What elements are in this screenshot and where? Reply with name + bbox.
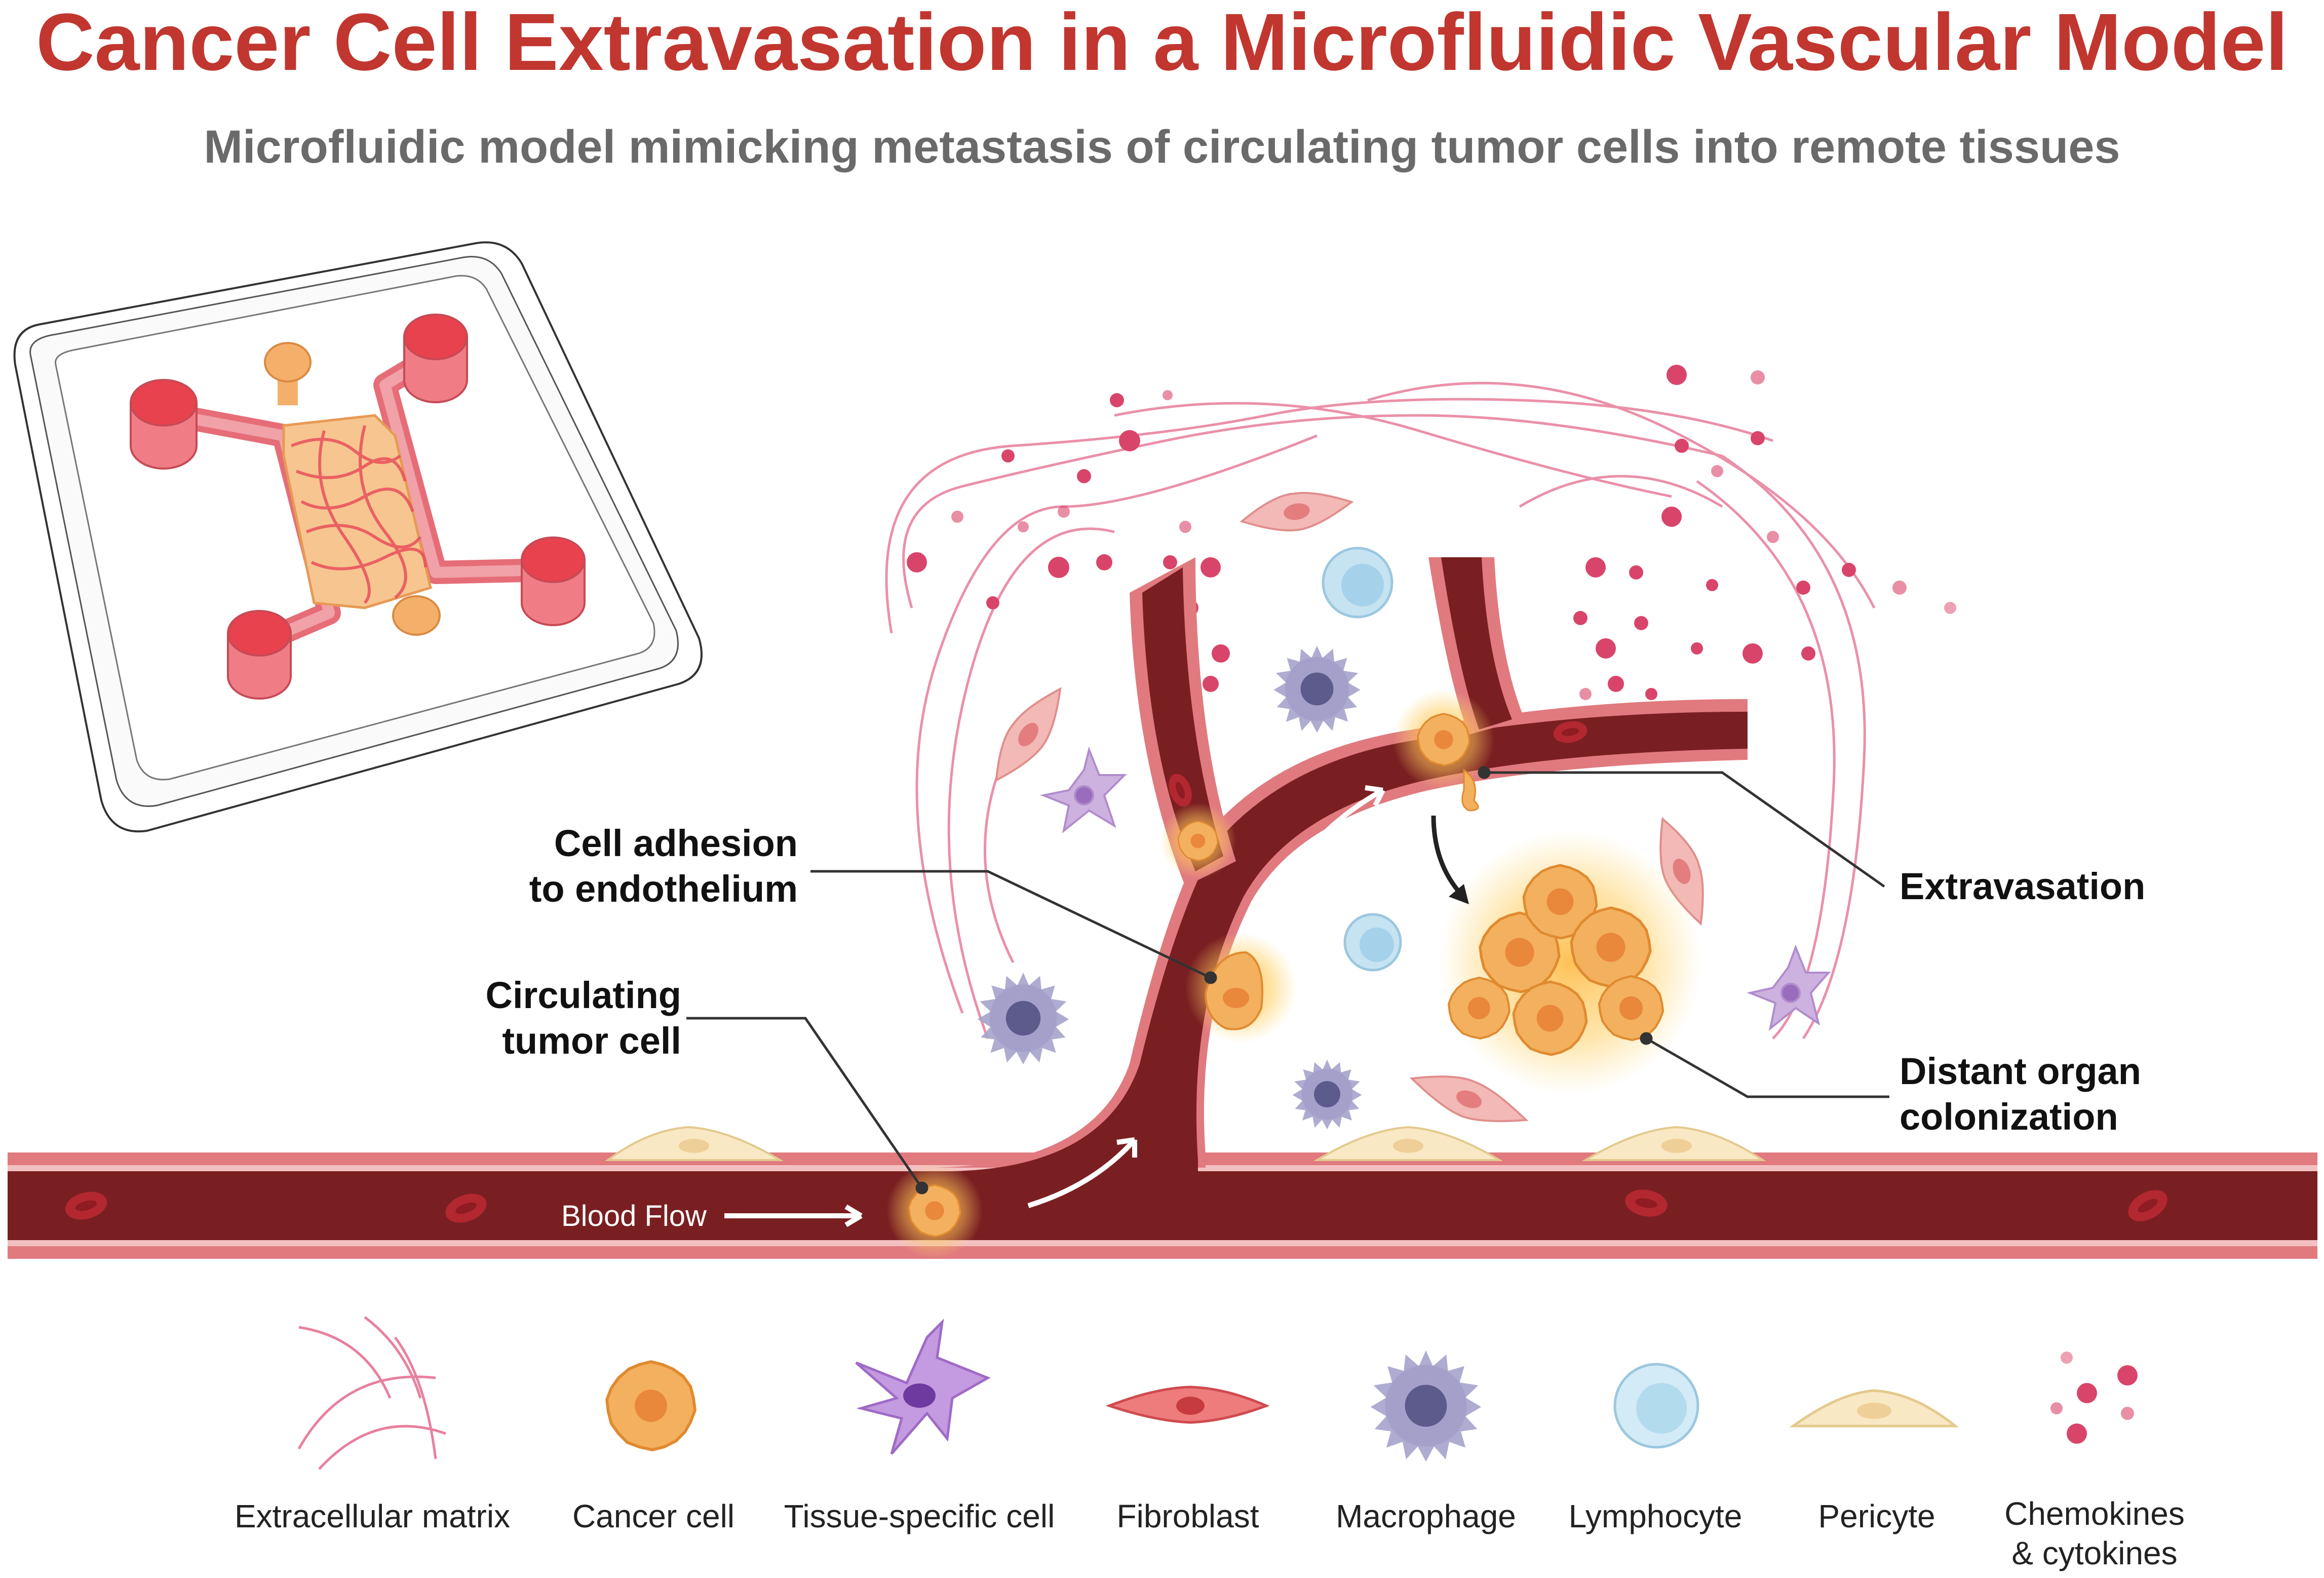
label-circulating-2: tumor cell bbox=[502, 1020, 681, 1062]
page-title: Cancer Cell Extravasation in a Microflui… bbox=[36, 0, 2288, 87]
legend-label-cytokines: & cytokines bbox=[2011, 1535, 2177, 1571]
cancer-cells bbox=[886, 689, 1702, 1259]
lymphocyte-cells bbox=[1322, 547, 1402, 972]
label-distant-2: colonization bbox=[1900, 1096, 2118, 1138]
page-subtitle: Microfluidic model mimicking metastasis … bbox=[204, 121, 2120, 173]
cancer-cell-icon bbox=[607, 1362, 695, 1450]
extracellular-matrix bbox=[885, 381, 1876, 1040]
legend-label-ecm: Extracellular matrix bbox=[235, 1498, 510, 1534]
tissue-specific-cells bbox=[1040, 746, 1831, 1031]
label-distant-1: Distant organ bbox=[1900, 1050, 2141, 1092]
label-circulating-1: Circulating bbox=[486, 974, 681, 1016]
legend-label-fibroblast: Fibroblast bbox=[1117, 1498, 1259, 1534]
chemokines-icon bbox=[2050, 1352, 2138, 1444]
callout-lines bbox=[686, 766, 1889, 1195]
macrophage-icon bbox=[1370, 1350, 1482, 1462]
pericyte-icon bbox=[1789, 1389, 1959, 1428]
legend-label-lymphocyte: Lymphocyte bbox=[1569, 1498, 1742, 1534]
fibroblast-cells bbox=[995, 492, 1704, 1123]
legend-label-tissue-cell: Tissue-specific cell bbox=[784, 1498, 1055, 1534]
legend-label-chemokines: Chemokines bbox=[2004, 1495, 2185, 1532]
label-cell-adhesion-2: to endothelium bbox=[529, 868, 798, 910]
ecm-icon bbox=[297, 1316, 446, 1470]
blood-vessel-network bbox=[8, 557, 2317, 1259]
microfluidic-chip bbox=[13, 241, 703, 833]
legend: Extracellular matrix Cancer cell Tissue-… bbox=[235, 1316, 2185, 1571]
colonization-arrow bbox=[1431, 815, 1469, 904]
label-extravasation: Extravasation bbox=[1900, 865, 2145, 907]
flow-arrows bbox=[724, 785, 1385, 1227]
label-cell-adhesion-1: Cell adhesion bbox=[554, 822, 798, 864]
label-blood-flow: Blood Flow bbox=[561, 1200, 707, 1233]
legend-label-macrophage: Macrophage bbox=[1336, 1498, 1516, 1534]
lymphocyte-icon bbox=[1613, 1363, 1699, 1449]
pericyte-cells bbox=[604, 1126, 1766, 1161]
tissue-cell-icon bbox=[855, 1318, 991, 1455]
legend-label-cancer-cell: Cancer cell bbox=[572, 1498, 734, 1534]
fibroblast-icon bbox=[1105, 1385, 1270, 1424]
legend-label-pericyte: Pericyte bbox=[1818, 1498, 1935, 1534]
